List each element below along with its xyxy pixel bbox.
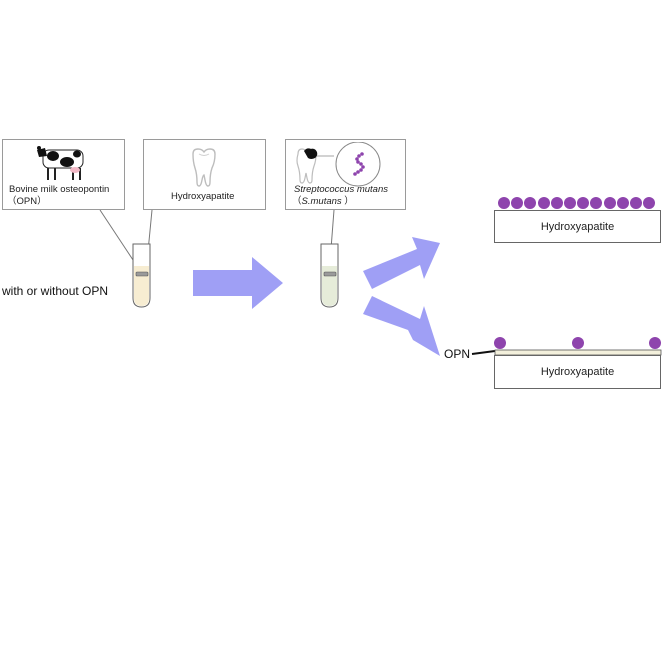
- bacterium: [550, 197, 563, 209]
- bacterium: [616, 197, 629, 209]
- bacteria-row-bottom: [494, 337, 661, 351]
- branch-arrow-down: [363, 296, 440, 356]
- bacterium: [603, 197, 616, 209]
- bacterium: [564, 197, 576, 209]
- bacteria-icon: [296, 142, 381, 187]
- hydroxyapatite-block-top: Hydroxyapatite: [494, 210, 661, 243]
- smutans-panel: Streptococcus mutans （S.mutans ）: [285, 139, 406, 210]
- opn-panel-label: Bovine milk osteopontin: [9, 184, 110, 195]
- branch-arrow-up: [363, 237, 440, 289]
- smutans-close-paren: ）: [341, 196, 354, 207]
- bacterium: [590, 197, 603, 209]
- smutans-open-paren: （: [292, 196, 302, 207]
- hydroxyapatite-block-bottom: Hydroxyapatite: [494, 355, 661, 389]
- opn-panel-abbrev: （OPN）: [7, 196, 47, 207]
- bacterium: [498, 197, 510, 209]
- bacterium: [524, 197, 537, 209]
- hydroxyapatite-panel: Hydroxyapatite: [143, 139, 266, 210]
- test-tube-2: [320, 243, 339, 308]
- bacterium: [571, 337, 584, 349]
- hydroxyapatite-panel-label: Hydroxyapatite: [171, 191, 235, 202]
- bacteria-row-top: [498, 197, 658, 211]
- bacterium: [577, 197, 590, 209]
- opn-coating-label: OPN: [444, 347, 471, 361]
- cow-icon: [37, 146, 84, 180]
- smutans-panel-abbrev: （S.mutans ）: [292, 196, 354, 208]
- opn-panel: Bovine milk osteopontin （OPN）: [2, 139, 125, 210]
- hydroxyapatite-block-top-label: Hydroxyapatite: [540, 220, 615, 233]
- condition-label: with or without OPN: [2, 284, 109, 298]
- hydroxyapatite-block-bottom-label: Hydroxyapatite: [540, 366, 615, 378]
- bacterium: [511, 197, 524, 209]
- bacterium: [537, 197, 550, 209]
- bacterium: [649, 337, 661, 349]
- tooth-icon: [192, 148, 216, 187]
- test-tube-1: [132, 243, 151, 308]
- bacterium: [630, 197, 642, 209]
- bacterium: [494, 337, 506, 349]
- process-arrow: [193, 257, 283, 309]
- smutans-panel-label: Streptococcus mutans: [294, 184, 388, 195]
- connector-line-opn: [99, 209, 138, 267]
- opn-pointer-line: [471, 350, 496, 355]
- bacterium: [643, 197, 656, 209]
- smutans-abbrev-name: S.mutans: [301, 196, 342, 207]
